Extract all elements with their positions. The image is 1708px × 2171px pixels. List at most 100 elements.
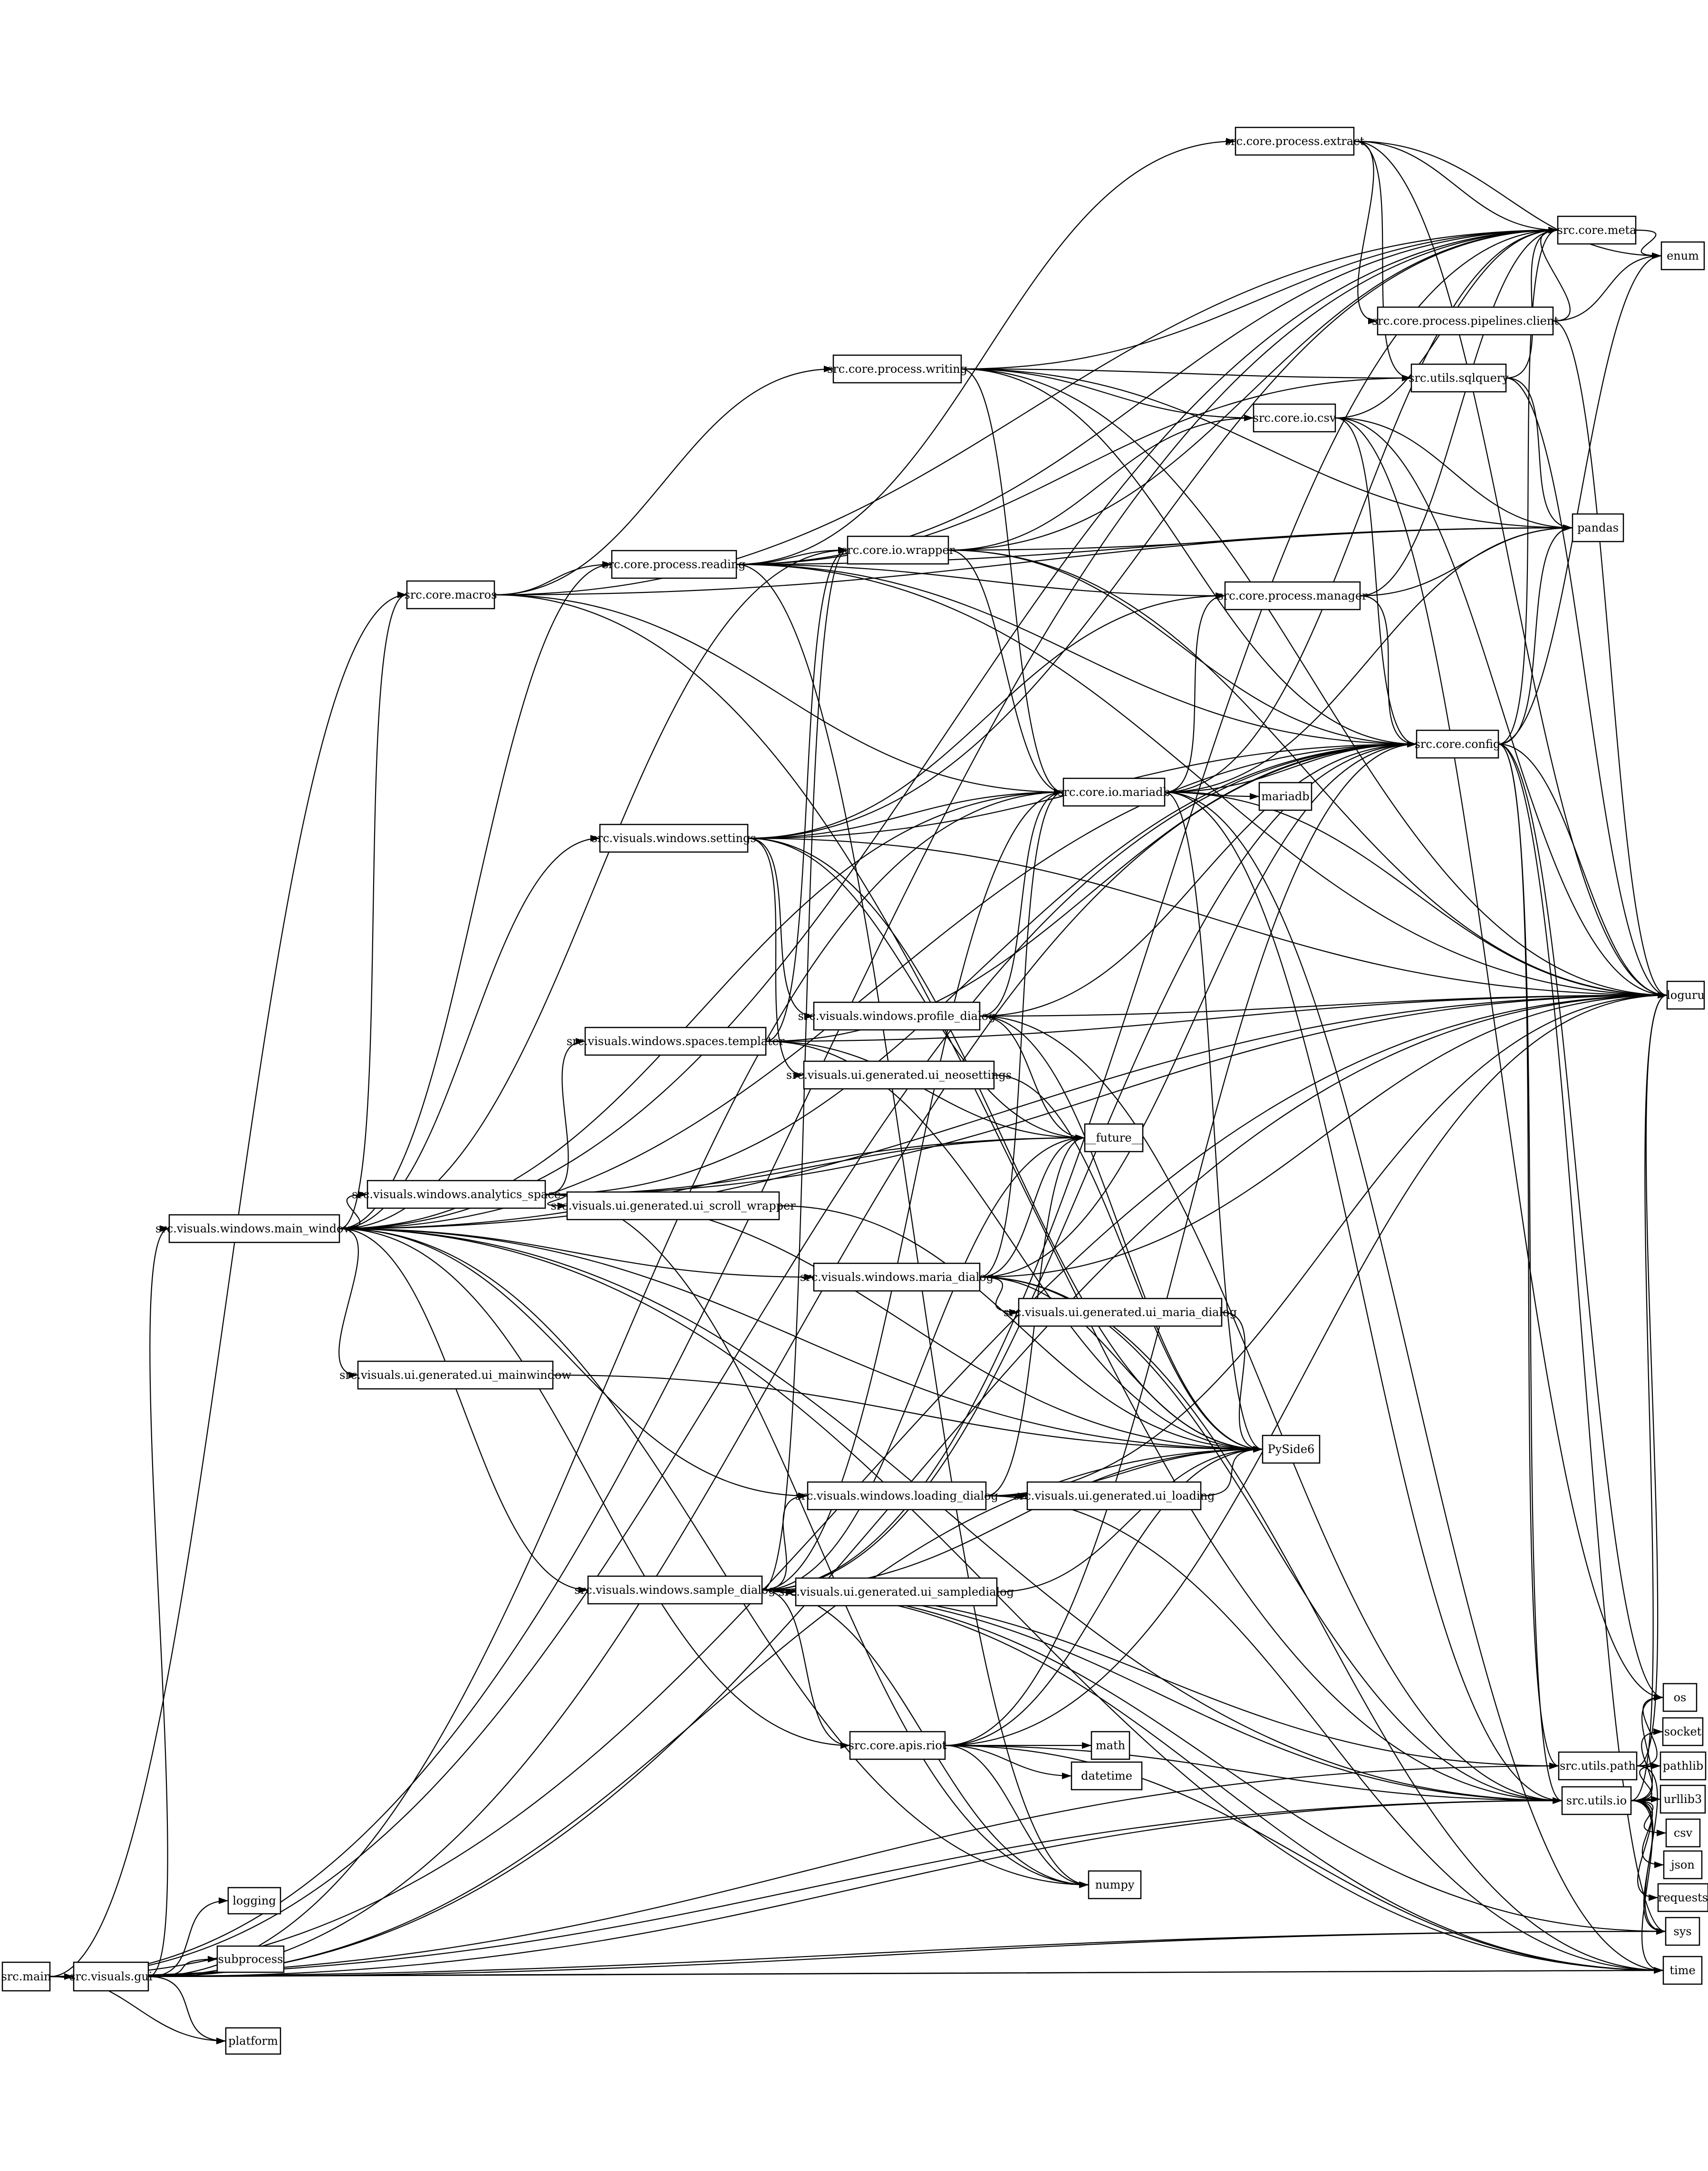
node-label: src.visuals.windows.maria_dialog	[800, 1270, 994, 1284]
node-socket: socket	[1662, 1717, 1704, 1746]
edge-src-visuals-windows-maria-dialog-to-src-visuals-ui-generated-ui-maria-dialog	[979, 1276, 1019, 1316]
node-src-core-macros: src.core.macros	[405, 580, 497, 610]
node-box	[795, 1577, 998, 1607]
node-label: src.visuals.ui.generated.ui_sampledialog	[779, 1585, 1014, 1599]
node-sys: sys	[1665, 1917, 1700, 1946]
node-label: src.core.io.mariadb	[1058, 785, 1170, 799]
edge-src-utils-path-to-loguru	[1636, 992, 1668, 1767]
edge-src-visuals-windows-main-window-to-src-visuals-windows-analytics-space	[339, 1191, 368, 1230]
node-math: math	[1090, 1731, 1130, 1760]
edge-src-core-process-writing-to-src-core-io-mariadb	[961, 368, 1064, 795]
edge-src-core-io-mariadb-to-src-core-process-manager	[1164, 592, 1226, 793]
edge-src-visuals-windows-main-window-to-src-core-config	[339, 741, 1417, 1230]
edge-src-core-apis-riot-to-numpy	[945, 1745, 1089, 1888]
edge-src-core-meta-to-enum	[1635, 229, 1662, 259]
edge-src-core-io-mariadb-to-src-utils-io	[1164, 791, 1563, 1804]
node-box	[1666, 980, 1705, 1010]
edge-src-visuals-windows-main-window-to-src-visuals-ui-generated-ui-mainwindow	[338, 1228, 359, 1378]
edge-src-visuals-windows-profile-dialog-to-pyside6	[979, 1015, 1263, 1453]
node-label: src.core.process.manager	[1217, 589, 1368, 602]
node-loguru: loguru	[1666, 980, 1705, 1010]
node-src-visuals-ui-generated-ui-sampledialog: src.visuals.ui.generated.ui_sampledialog	[779, 1577, 1014, 1607]
node-src-core-process-pipelines-client: src.core.process.pipelines.client	[1372, 306, 1559, 336]
edge-src-utils-io-to-loguru	[1631, 992, 1668, 1802]
node-pyside6: PySide6	[1262, 1434, 1321, 1464]
node-label: subprocess	[218, 1953, 283, 1966]
node-src-visuals-windows-maria-dialog: src.visuals.windows.maria_dialog	[800, 1262, 994, 1292]
node-label: enum	[1667, 249, 1699, 262]
edge-src-utils-sqlquery-to-src-core-meta	[1505, 227, 1558, 379]
edge-src-core-config-to-src-core-meta	[1498, 227, 1558, 745]
edge-src-visuals-ui-generated-ui-loading-to-pyside6	[1200, 1446, 1263, 1497]
node-os: os	[1662, 1683, 1698, 1712]
node-box	[1662, 1956, 1703, 1985]
edge-src-visuals-gui-to-src-core-config	[148, 741, 1417, 1977]
node-label: src.utils.path	[1560, 1759, 1636, 1773]
node-src-core-io-mariadb: src.core.io.mariadb	[1058, 777, 1170, 807]
node-box	[1410, 363, 1507, 393]
node-label: requests	[1658, 1891, 1708, 1904]
node-box	[1561, 1786, 1632, 1815]
node-box	[1, 1961, 51, 1992]
node-box	[1258, 782, 1312, 811]
edge-src-visuals-windows-main-window-to-time	[339, 1228, 1664, 1974]
node-label: src.visuals.windows.spaces.templater	[567, 1035, 785, 1048]
node-src-visuals-windows-sample-dialog: src.visuals.windows.sample_dialog	[574, 1575, 776, 1605]
edge-src-main-to-src-utils-io	[49, 1797, 1563, 1977]
node-label: src.visuals.ui.generated.ui_neosettings	[786, 1068, 1012, 1082]
node-src-utils-sqlquery: src.utils.sqlquery	[1409, 363, 1509, 393]
node-label: socket	[1664, 1725, 1702, 1738]
node-src-visuals-ui-generated-ui-scroll-wrapper: src.visuals.ui.generated.ui_scroll_wrapp…	[550, 1191, 796, 1221]
node-numpy: numpy	[1088, 1870, 1142, 1900]
edge-src-visuals-windows-profile-dialog-to-src-core-config	[979, 741, 1417, 1017]
node-box	[1071, 1761, 1143, 1791]
edge-src-core-io-csv-to-loguru	[1335, 417, 1668, 998]
edge-src-visuals-windows-spaces-templater-to-future	[765, 1040, 1085, 1141]
node-src-core-config: src.core.config	[1415, 729, 1500, 759]
node-src-core-process-reading: src.core.process.reading	[602, 550, 746, 579]
edge-src-core-process-writing-to-src-core-config	[961, 368, 1417, 747]
node-src-visuals-ui-generated-ui-mainwindow: src.visuals.ui.generated.ui_mainwindow	[339, 1360, 571, 1390]
node-label: loguru	[1667, 989, 1705, 1002]
edge-src-visuals-gui-to-src-visuals-windows-main-window	[148, 1225, 170, 1977]
node-box	[1088, 1870, 1142, 1900]
node-src-core-io-wrapper: src.core.io.wrapper	[841, 535, 955, 565]
node-label: platform	[228, 2035, 278, 2048]
edge-src-core-process-writing-to-src-core-meta	[961, 227, 1558, 370]
node-label: time	[1669, 1964, 1695, 1977]
node-box	[1662, 1683, 1698, 1712]
edge-src-core-io-wrapper-to-src-core-config	[948, 549, 1417, 747]
node-box	[216, 1945, 285, 1973]
node-box	[1090, 1731, 1130, 1760]
edge-src-core-process-manager-to-src-core-config	[1360, 595, 1417, 747]
node-src-visuals-windows-settings: src.visuals.windows.settings	[591, 824, 756, 853]
edge-src-utils-io-to-time	[1631, 1800, 1664, 1974]
node-json: json	[1663, 1850, 1703, 1880]
edge-src-visuals-windows-settings-to-pyside6	[747, 837, 1263, 1453]
node-label: src.core.io.csv	[1253, 411, 1336, 425]
node-label: src.core.macros	[405, 588, 497, 601]
node-box	[1660, 1784, 1706, 1814]
edge-src-core-config-to-enum	[1498, 252, 1662, 745]
edge-src-visuals-windows-main-window-to-src-visuals-windows-sample-dialog	[339, 1228, 589, 1593]
node-label: src.core.process.writing	[827, 362, 967, 376]
node-platform: platform	[225, 2027, 281, 2055]
node-label: src.visuals.windows.main_window	[155, 1222, 353, 1235]
node-box	[807, 1481, 987, 1511]
edge-src-visuals-windows-main-window-to-src-visuals-windows-maria-dialog	[339, 1228, 814, 1280]
edge-src-visuals-windows-main-window-to-pyside6	[339, 1228, 1263, 1453]
node-src-core-process-manager: src.core.process.manager	[1217, 581, 1368, 611]
node-label: src.visuals.windows.loading_dialog	[795, 1489, 998, 1502]
node-box	[1262, 1434, 1321, 1464]
node-src-visuals-gui: src.visuals.gui	[69, 1961, 153, 1992]
node-box	[611, 550, 737, 579]
edge-src-core-process-extract-to-src-core-meta	[1353, 140, 1558, 233]
edge-src-visuals-gui-to-src-core-io-mariadb	[148, 789, 1064, 1977]
node-box	[847, 535, 949, 565]
edge-src-visuals-windows-main-window-to-numpy	[339, 1228, 1089, 1888]
node-datetime: datetime	[1071, 1761, 1143, 1791]
node-box	[584, 1027, 767, 1056]
edge-src-visuals-windows-maria-dialog-to-src-core-io-mariadb	[979, 789, 1064, 1278]
edge-src-main-to-sys	[49, 1928, 1666, 1977]
edge-src-core-macros-to-src-core-meta	[494, 227, 1558, 596]
